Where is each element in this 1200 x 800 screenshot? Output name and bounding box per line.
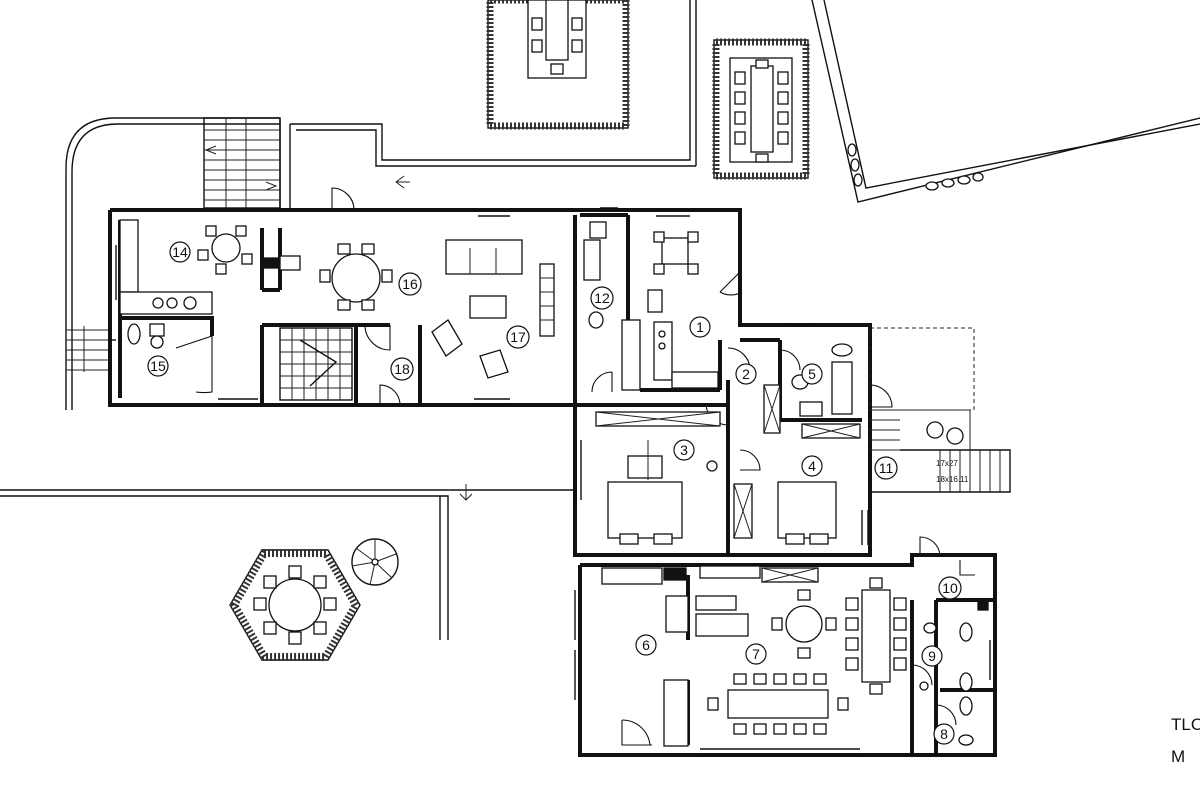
svg-text:9: 9 xyxy=(928,648,936,664)
room-label-16: 16 xyxy=(398,272,422,296)
interior-stair xyxy=(279,327,353,401)
svg-text:2: 2 xyxy=(742,366,750,382)
svg-text:16: 16 xyxy=(402,276,418,292)
room-label-11: 11 xyxy=(874,456,898,480)
room-label-12: 12 xyxy=(590,286,614,310)
svg-text:1: 1 xyxy=(696,319,704,335)
room-label-5: 5 xyxy=(801,363,823,385)
room-label-18: 18 xyxy=(390,357,414,381)
outdoor-hex-dining xyxy=(229,549,361,661)
room-label-14: 14 xyxy=(169,241,191,263)
room-label-9: 9 xyxy=(921,645,943,667)
room-label-8: 8 xyxy=(933,723,955,745)
outdoor-dining-top-right xyxy=(712,38,810,180)
svg-text:15: 15 xyxy=(150,358,166,374)
svg-text:18: 18 xyxy=(394,361,410,377)
svg-text:4: 4 xyxy=(808,458,816,474)
exterior-stair-top xyxy=(203,117,410,209)
edge-text-m: M xyxy=(1171,747,1185,766)
svg-text:8: 8 xyxy=(940,726,948,742)
room-labels: 1 2 3 4 5 6 7 8 9 10 11 12 14 15 16 17 1… xyxy=(147,241,962,745)
edge-text-tlo: TLO xyxy=(1171,715,1200,734)
stair-note-2: 18x16.11 xyxy=(936,475,969,484)
spiral-stair xyxy=(351,538,399,586)
svg-text:5: 5 xyxy=(808,366,816,382)
outdoor-dining-top-left xyxy=(486,0,630,130)
svg-text:6: 6 xyxy=(642,637,650,653)
room-label-4: 4 xyxy=(801,455,823,477)
room-label-7: 7 xyxy=(745,643,767,665)
svg-text:11: 11 xyxy=(879,460,894,476)
svg-text:10: 10 xyxy=(942,580,958,596)
room-label-15: 15 xyxy=(147,355,169,377)
svg-text:17: 17 xyxy=(510,329,526,345)
room-label-10: 10 xyxy=(938,576,962,600)
site-lines xyxy=(0,0,1200,640)
room-label-1: 1 xyxy=(689,316,711,338)
room-label-17: 17 xyxy=(506,325,530,349)
svg-text:12: 12 xyxy=(594,290,610,306)
garden-stones xyxy=(847,143,984,191)
svg-text:3: 3 xyxy=(680,442,688,458)
room-label-6: 6 xyxy=(635,634,657,656)
exterior-stair-east: 17x27 18x16.11 xyxy=(868,327,1011,493)
windows xyxy=(109,207,997,756)
svg-text:14: 14 xyxy=(172,244,188,260)
room-label-3: 3 xyxy=(673,439,695,461)
stair-note-1: 17x27 xyxy=(936,459,958,468)
room-label-2: 2 xyxy=(735,363,757,385)
svg-text:7: 7 xyxy=(752,646,760,662)
furniture xyxy=(119,219,989,747)
